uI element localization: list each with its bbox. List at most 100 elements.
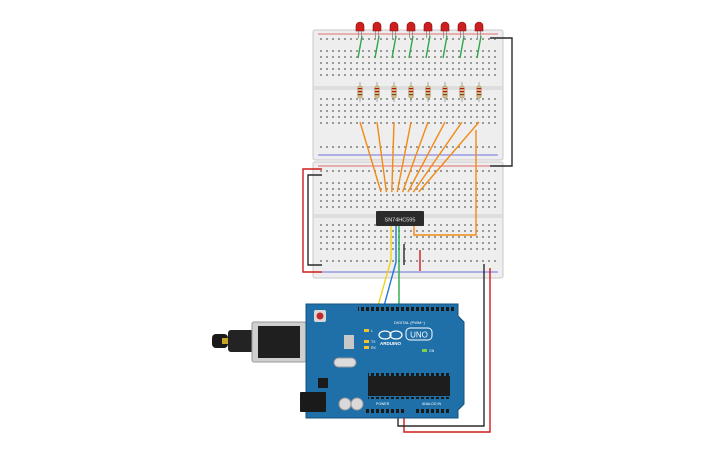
red-led [406, 21, 416, 32]
l-led-label: L [371, 329, 373, 333]
power-wires [302, 37, 513, 433]
resistor-band [476, 94, 482, 96]
on-led [422, 349, 427, 352]
wire-orange-led-output [418, 121, 480, 193]
resistor-band [391, 88, 397, 90]
tx-label: TX [371, 340, 376, 344]
shift-register-chip: SN74HC595 [376, 211, 424, 226]
uno-badge-text: UNO [410, 331, 428, 340]
wire-green-led-lead [357, 35, 363, 59]
wire-green-led-lead [408, 35, 414, 59]
wire-orange-led-output [359, 121, 382, 193]
atmega-chip [368, 376, 450, 396]
chip-pins-bottom [368, 396, 450, 399]
l-led [364, 329, 369, 332]
wire-blue-clock [383, 226, 397, 307]
resistor-band [425, 94, 431, 96]
arduino-logo-text: ARDUINO [380, 341, 401, 346]
resistor-band [425, 91, 431, 93]
resistor-band [459, 91, 465, 93]
chip-label: SN74HC595 [385, 218, 416, 224]
wire-green-led-lead [442, 35, 448, 59]
wire-orange-led-output [376, 121, 388, 193]
wire-orange-chip-output [413, 130, 477, 236]
arduino-uno: L TX RX ON DIGITAL (PWM~) POWER ANALOG I… [212, 303, 465, 419]
power-header [366, 408, 406, 414]
top-breadboard [312, 29, 504, 161]
wire-green-led-lead [374, 35, 380, 59]
resistor-band [459, 94, 465, 96]
power-header-label: POWER [376, 402, 390, 406]
resistor-band [374, 94, 380, 96]
analog-header-label: ANALOG IN [422, 402, 442, 406]
usb-port-opening [258, 326, 300, 358]
small-chip [318, 378, 328, 388]
resistor-band [476, 91, 482, 93]
voltage-regulator [344, 335, 354, 349]
wire-green-led-lead [459, 35, 465, 59]
wire-green-led-lead [476, 35, 482, 59]
resistor-band [459, 88, 465, 90]
wire-orange-led-output [401, 121, 429, 193]
dc-power-jack [300, 392, 326, 412]
resistor-band [425, 88, 431, 90]
tx-led [364, 340, 369, 343]
resistor-band [408, 88, 414, 90]
wire-green-led-lead [391, 35, 397, 59]
resistor-band [391, 94, 397, 96]
digital-header [358, 307, 454, 313]
resistor-band [408, 94, 414, 96]
wire-black-left-rail [307, 174, 322, 266]
chip-body [376, 211, 424, 226]
resistor-band [442, 88, 448, 90]
resistor-band [374, 88, 380, 90]
red-led [423, 21, 433, 32]
wire-orange-led-output [396, 121, 412, 193]
rx-label: RX [371, 346, 377, 350]
wire-green-led-lead [425, 35, 431, 59]
resistor-band [357, 94, 363, 96]
digital-header-label: DIGITAL (PWM~) [394, 320, 426, 325]
reset-button-cap [316, 312, 324, 320]
resistor-band [357, 91, 363, 93]
red-led [474, 21, 484, 32]
red-led [372, 21, 382, 32]
capacitor [350, 397, 364, 411]
red-led [389, 21, 399, 32]
wire-red-left-rail [302, 168, 322, 273]
resistor-band [374, 91, 380, 93]
uno-badge [405, 327, 433, 341]
red-led [457, 21, 467, 32]
red-led [355, 21, 365, 32]
analog-header [414, 408, 450, 414]
crystal-oscillator [333, 357, 357, 368]
resistor-band [391, 91, 397, 93]
wire-orange-led-output [412, 121, 463, 193]
wire-orange-led-output [391, 121, 395, 193]
resistor-band [442, 94, 448, 96]
shift-register-output-wires [359, 121, 480, 193]
resistor-band [357, 88, 363, 90]
resistor-band [408, 91, 414, 93]
wire-black-rail-link [490, 37, 513, 167]
wire-yellow-data [377, 226, 392, 307]
usb-plug-connector [222, 338, 232, 344]
led-wires [357, 35, 482, 59]
resistor-array [357, 82, 482, 102]
rx-led [364, 346, 369, 349]
wire-orange-led-output [407, 121, 446, 193]
led-array [355, 21, 484, 38]
resistor-band [476, 88, 482, 90]
resistor-band [442, 91, 448, 93]
red-led [440, 21, 450, 32]
wire-red-5v [403, 268, 491, 433]
chip-pins-top [368, 373, 450, 376]
arduino-logo: ARDUINO [378, 330, 403, 346]
arduino-board [305, 303, 465, 419]
on-label: ON [429, 349, 435, 353]
usb-cable-boot [228, 330, 254, 352]
usb-plug-tip [212, 334, 228, 348]
wire-black-gnd [397, 264, 485, 427]
